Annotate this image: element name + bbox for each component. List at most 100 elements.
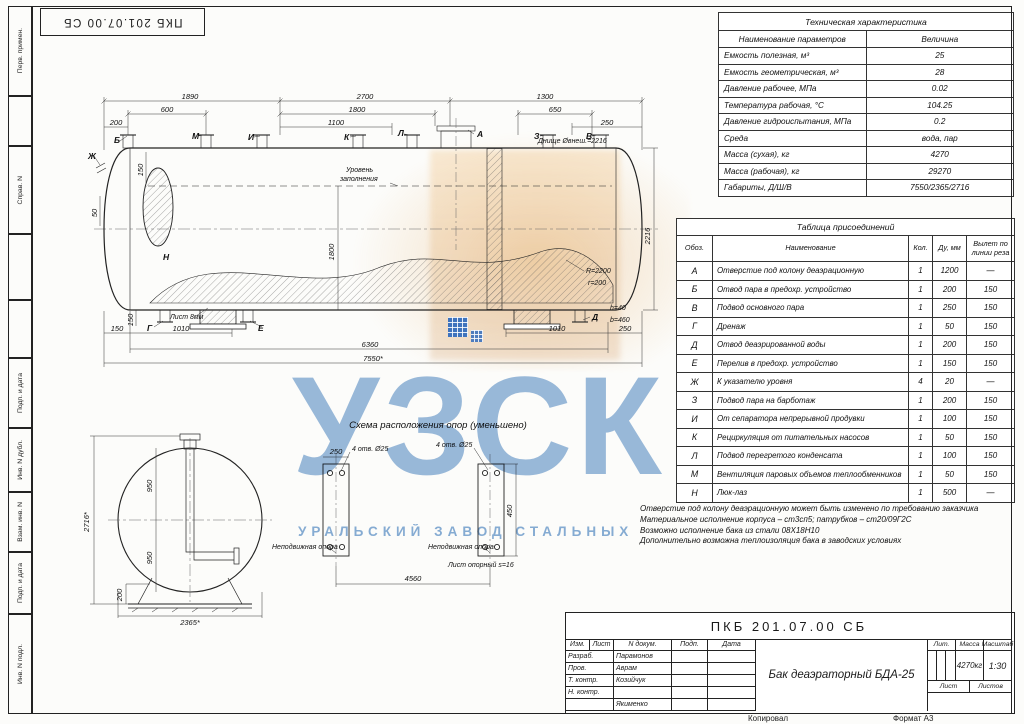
conn-qty: 1: [908, 279, 933, 299]
fixed-support-label: Неподвижная опора: [428, 543, 494, 551]
conn-offset: 150: [965, 353, 1016, 373]
product-name: Бак деаэраторный БДА-25: [756, 639, 928, 711]
signature-role: Н. контр.: [566, 687, 614, 699]
frame-label-cell: Инв. N дубл.: [8, 428, 32, 492]
conn-du: 50: [932, 464, 967, 484]
conn-table-title: Таблица присоединений: [675, 218, 1016, 236]
conn-qty: 1: [908, 427, 933, 447]
tb-col-izm: Изм.: [566, 639, 590, 651]
mass-label: Масса: [956, 639, 984, 651]
conn-qty: 1: [908, 353, 933, 373]
tech-param-value: 4270: [865, 146, 1014, 164]
signature-name: Якименко: [614, 699, 672, 711]
manhole-hatched: [142, 167, 174, 247]
frame-label-cell: Справ. N: [8, 146, 32, 234]
signature-date: [708, 687, 756, 699]
conn-designation: Л: [676, 446, 713, 466]
fixed-support-label: Неподвижная опора: [272, 543, 338, 551]
conn-name: Подвод основного пара: [712, 298, 909, 318]
conn-du: 50: [932, 427, 967, 447]
nozzle-letter: И: [248, 132, 255, 142]
nozzle-letter: Е: [258, 323, 264, 333]
tb-col-docnum: N докум.: [614, 639, 672, 651]
dim-label: 450: [505, 504, 514, 517]
conn-designation: З: [676, 390, 713, 410]
dim-label: 1890: [182, 92, 200, 101]
conn-offset: —: [965, 372, 1016, 392]
conn-designation: Г: [676, 316, 713, 336]
nozzle-letter: Г: [147, 323, 153, 333]
tech-param-value: вода, пар: [865, 129, 1014, 147]
conn-name: Рециркуляция от питательных насосов: [712, 427, 909, 447]
conn-header-qty: Кол.: [908, 235, 933, 262]
signature-name: Аврам: [614, 663, 672, 675]
format-label: Формат А3: [893, 714, 934, 723]
lit-label: Лит.: [928, 639, 956, 651]
frame-label-cell: Подп. и дата: [8, 552, 32, 614]
conn-qty: 1: [908, 261, 933, 281]
tb-col-list: Лист: [590, 639, 614, 651]
conn-qty: 1: [908, 483, 933, 503]
tech-param-name: Емкость геометрическая, м³: [718, 63, 867, 81]
conn-du: 100: [932, 409, 967, 429]
tech-table-header-value: Величина: [865, 30, 1014, 48]
conn-name: Перелив в предохр. устройство: [712, 353, 909, 373]
lit-boxes: [928, 651, 956, 681]
signature-name: Парамонов: [614, 651, 672, 663]
scale-label: Масштаб: [982, 639, 1013, 651]
nozzle-letter: М: [192, 131, 200, 141]
dim-label: 2700: [356, 92, 375, 101]
dim-label: 950: [145, 551, 154, 564]
signature-role: [566, 699, 614, 711]
connections-table: Таблица присоединений Обоз. Наименование…: [675, 218, 1016, 503]
tech-param-name: Масса (рабочая), кг: [718, 162, 867, 180]
signature-sign: [672, 687, 708, 699]
frame-label-cell: Взам. инв. N: [8, 492, 32, 552]
tech-param-value: 104.25: [865, 96, 1014, 114]
dim-label: 200: [109, 118, 123, 127]
tech-param-value: 29270: [865, 162, 1014, 180]
conn-du: 100: [932, 446, 967, 466]
conn-offset: 150: [965, 335, 1016, 355]
conn-du: 250: [932, 298, 967, 318]
conn-header-du: Ду, мм: [932, 235, 967, 262]
tech-param-value: 0.02: [865, 80, 1014, 98]
tech-param-name: Масса (сухая), кг: [718, 146, 867, 164]
conn-du: 200: [932, 335, 967, 355]
tech-param-name: Давление рабочее, МПа: [718, 80, 867, 98]
conn-name: Отвод пара в предохр. устройство: [712, 279, 909, 299]
dim-label: 1100: [328, 118, 345, 127]
tech-param-value: 28: [865, 63, 1014, 81]
watermark-logo-icon: [448, 317, 468, 337]
conn-header-designation: Обоз.: [676, 235, 713, 262]
conn-du: 200: [932, 390, 967, 410]
conn-header-name: Наименование: [712, 235, 909, 262]
note-line: Дополнительно возможна теплоизоляция бак…: [640, 536, 902, 546]
tech-param-name: Габариты, Д/Ш/В: [718, 179, 867, 197]
tech-characteristics-table: Техническая характеристика Наименование …: [718, 12, 1014, 197]
nozzle-letter: Н: [163, 252, 170, 262]
conn-offset: 150: [965, 298, 1016, 318]
conn-name: Отвод деаэрированной воды: [712, 335, 909, 355]
conn-offset: —: [965, 483, 1016, 503]
signature-sign: [672, 651, 708, 663]
frame-label: Подп. и дата: [16, 372, 24, 414]
conn-designation: Б: [676, 279, 713, 299]
frame-label: Инв. N дубл.: [16, 440, 24, 480]
signature-role: Т. контр.: [566, 675, 614, 687]
conn-qty: 1: [908, 464, 933, 484]
conn-designation: Д: [676, 335, 713, 355]
shell-note: Лист 8мм: [169, 314, 204, 321]
tech-table-title: Техническая характеристика: [718, 12, 1014, 31]
